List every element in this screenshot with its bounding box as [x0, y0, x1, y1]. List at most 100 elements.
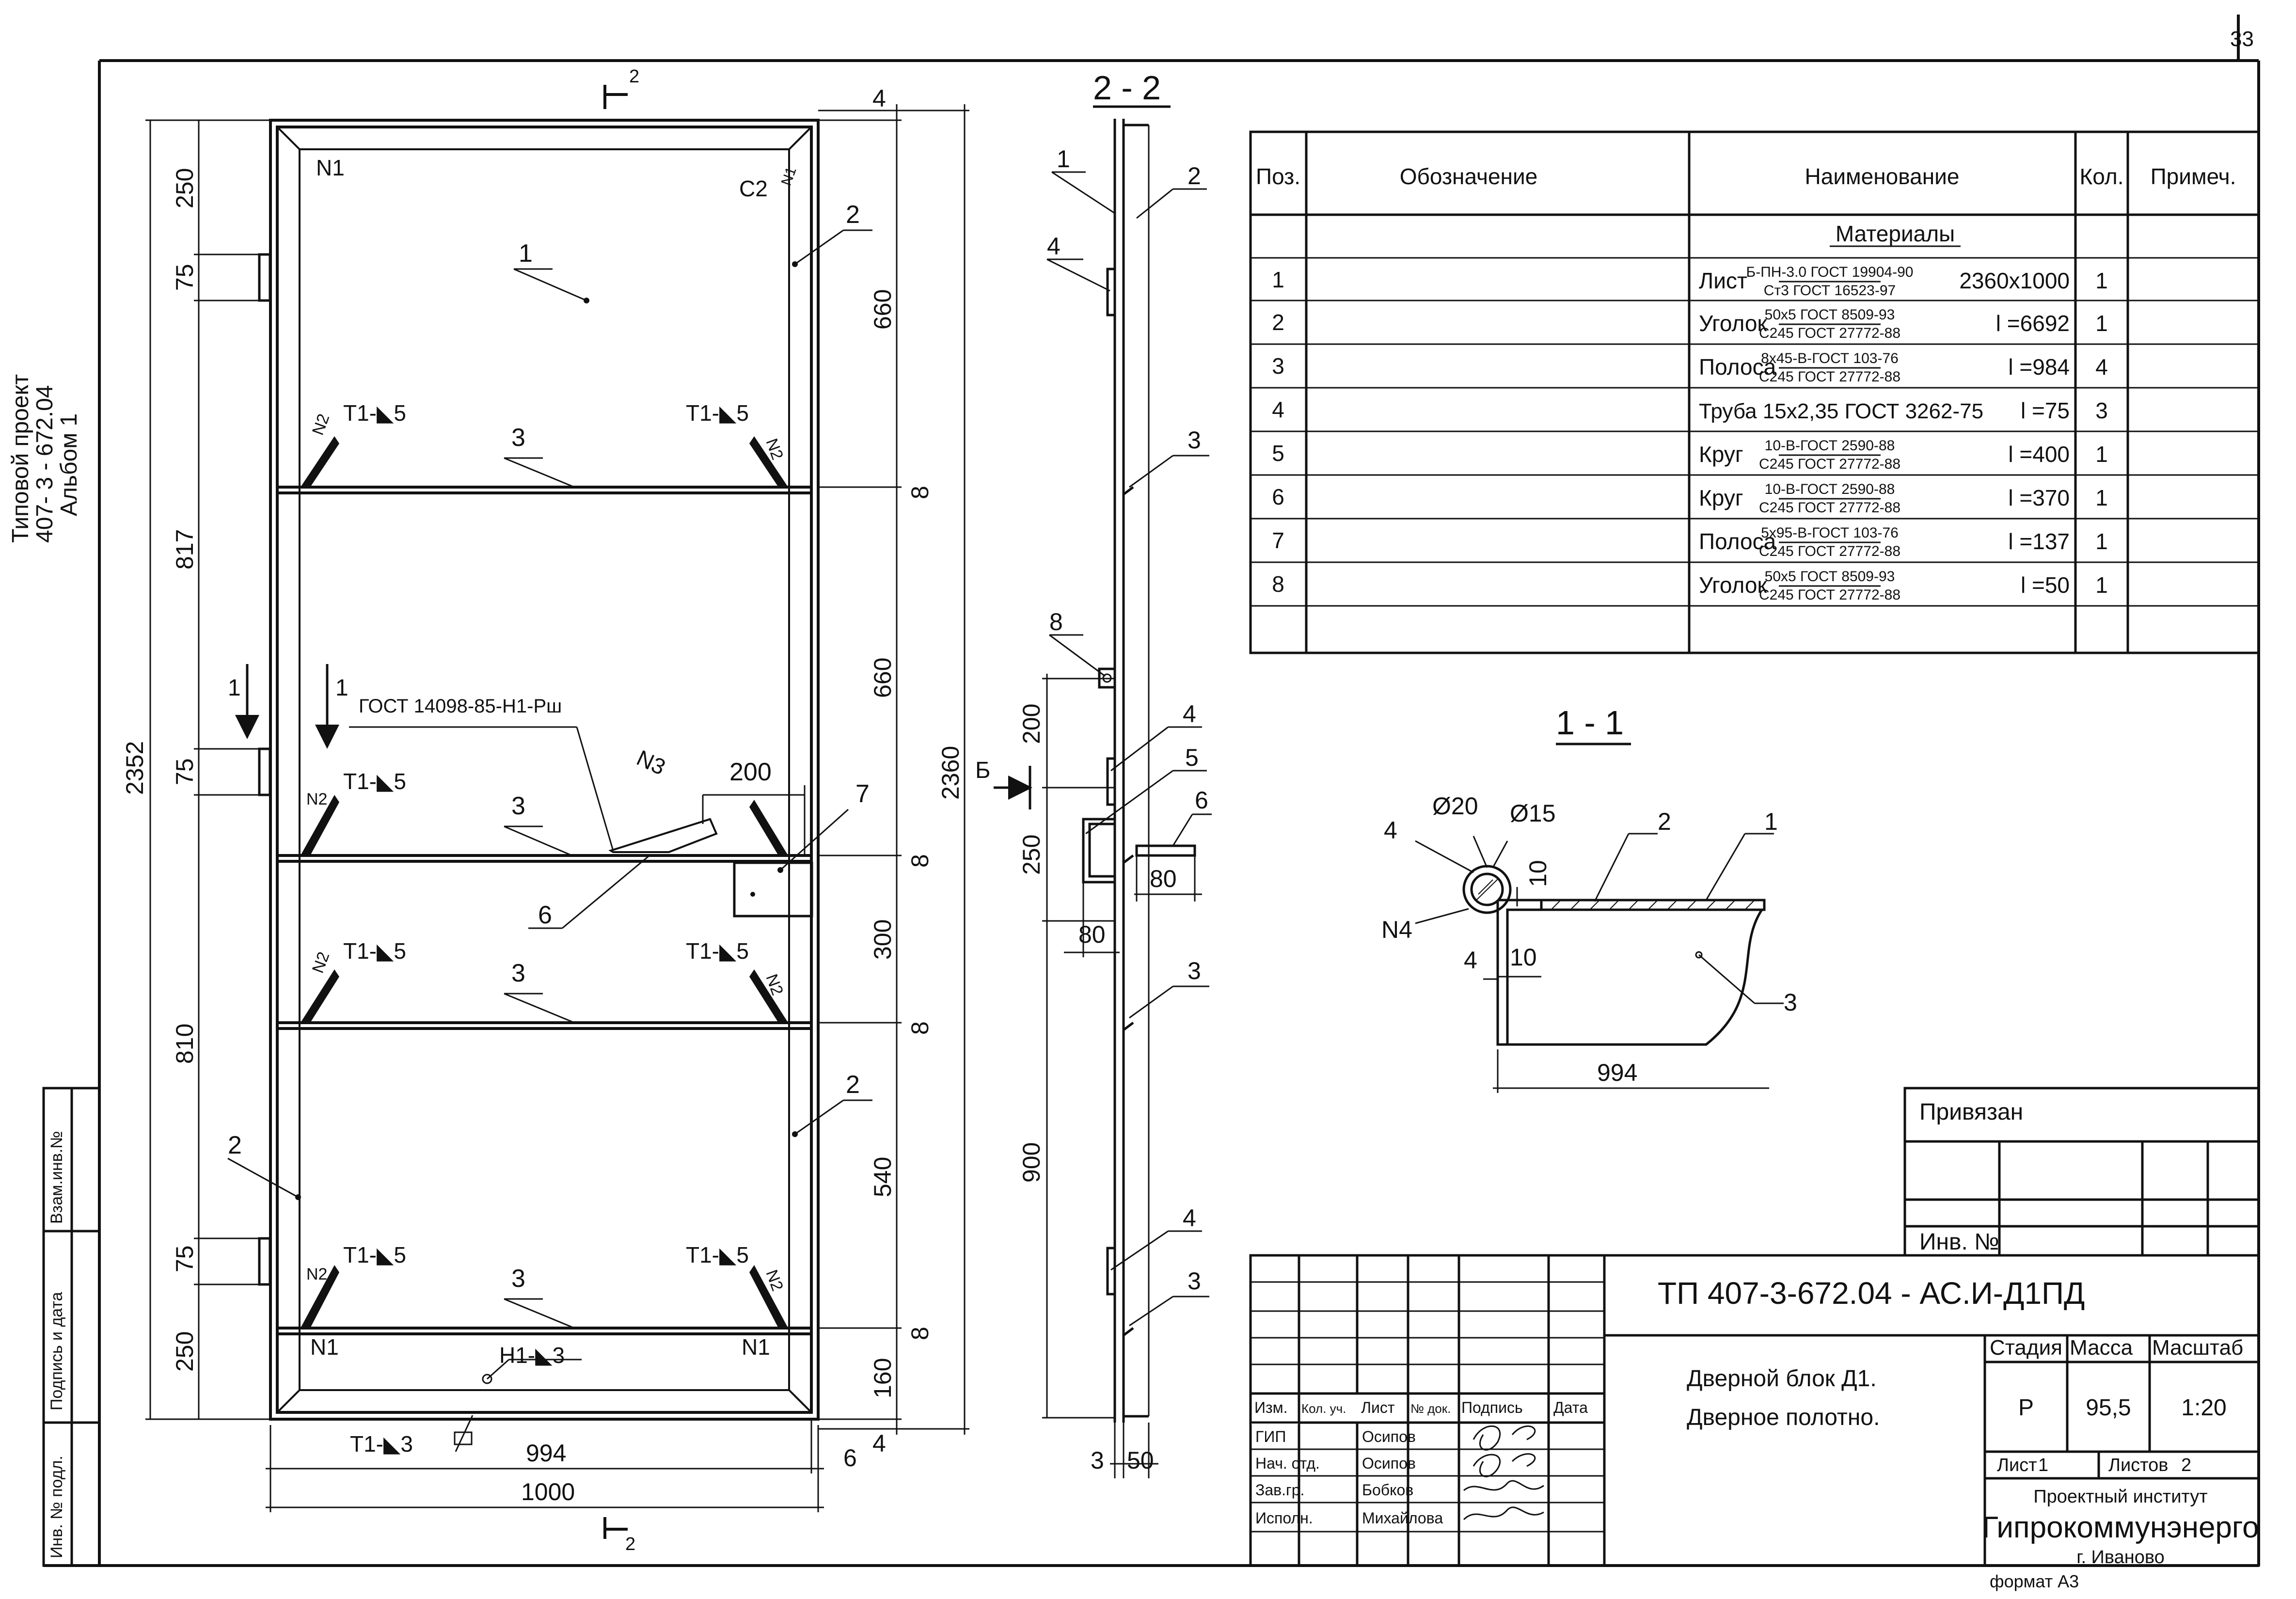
spec-row-gost-num: 10-В-ГОСТ 2590-88 — [1765, 438, 1895, 454]
s22-pos1: 1 — [1057, 145, 1070, 173]
dim-300: 300 — [869, 919, 896, 960]
label-n2-d: N2 — [309, 950, 333, 976]
label-n1-bl: N1 — [310, 1334, 339, 1360]
tb-role-nach: Нач. отд. — [1255, 1455, 1320, 1472]
label-t1-5-d: T1-◣5 — [343, 938, 406, 964]
spec-row-qty: 1 — [2095, 485, 2108, 510]
sec1-mark-a: 1 — [228, 675, 241, 701]
s11-n4: N4 — [1381, 916, 1412, 943]
spec-row-size: l =6692 — [1996, 311, 2070, 336]
dim-75-2: 75 — [171, 758, 198, 785]
s22-pos2: 2 — [1188, 162, 1201, 190]
spec-row-gost-num: 50х5 ГОСТ 8509-93 — [1765, 569, 1895, 585]
tb-name-gip: Осипов — [1362, 1428, 1416, 1445]
s22-dim-900: 900 — [1018, 1142, 1045, 1183]
s22-pos4-b: 4 — [1183, 700, 1196, 728]
s22-pos3-a: 3 — [1188, 427, 1201, 454]
spec-row-size: l =400 — [2008, 442, 2070, 467]
spec-row-name: Лист — [1699, 268, 1747, 293]
stamp-inv: Инв. № подл. — [48, 1456, 66, 1558]
dim-1000: 1000 — [521, 1478, 575, 1505]
spec-row-gost-den: С245 ГОСТ 27772-88 — [1759, 325, 1900, 341]
tb-scale-label: Масштаб — [2152, 1336, 2243, 1360]
spec-row-gost-den: С245 ГОСТ 27772-88 — [1759, 587, 1900, 603]
format-label: формат А3 — [1990, 1571, 2079, 1591]
spec-row-gost-num: 50х5 ГОСТ 8509-93 — [1765, 307, 1895, 323]
spec-row-gost-num: 5х95-В-ГОСТ 103-76 — [1761, 525, 1899, 541]
dim-994-front: 994 — [526, 1440, 566, 1467]
tb-name-nach: Осипов — [1362, 1455, 1416, 1472]
th-name: Наименование — [1805, 164, 1960, 189]
spec-row-size: l =984 — [2008, 354, 2070, 380]
label-c2: C2 — [739, 176, 768, 201]
tb-name-line1: Дверной блок Д1. — [1687, 1366, 1877, 1392]
label-n3: N3 — [633, 745, 669, 780]
s11-d4: 4 — [1464, 947, 1477, 974]
tb-sheet-label: Лист — [1997, 1455, 2037, 1475]
spec-row-qty: 1 — [2095, 268, 2108, 293]
tb-sheets-label: Листов — [2108, 1455, 2168, 1475]
spec-row-qty: 1 — [2095, 529, 2108, 554]
left-stamp: Взам.инв.№ Подпись и дата Инв. № подл. — [42, 1087, 101, 1567]
spec-table: Поз. Обозначение Наименование Кол. Приме… — [1249, 130, 2260, 654]
s11-d10-b: 10 — [1510, 944, 1537, 971]
s22-dim-3: 3 — [1091, 1447, 1104, 1474]
spec-row-gost-den: Ст3 ГОСТ 16523-97 — [1764, 283, 1896, 299]
drawing-code: ТП 407-3-672.04 - АС.И-Д1ПД — [1658, 1276, 2085, 1311]
tb-role-zav: Зав.гр. — [1255, 1481, 1304, 1499]
spec-row-qty: 3 — [2095, 398, 2108, 423]
spec-row-gost-den: С245 ГОСТ 27772-88 — [1759, 456, 1900, 472]
label-t1-5-b: T1-◣5 — [686, 400, 749, 426]
label-pos2-right: 2 — [846, 1071, 860, 1099]
label-n1-br: N1 — [742, 1334, 770, 1360]
dim-250-top: 250 — [171, 168, 198, 208]
section-mark-2-bot: 2 — [625, 1534, 635, 1554]
dim-2360: 2360 — [937, 746, 964, 800]
section-2-2: 2 - 2 — [1018, 69, 1212, 1478]
sec1-mark-b: 1 — [335, 675, 348, 701]
tb-name-zav: Бобков — [1362, 1481, 1413, 1499]
spec-row-size: l =75 — [2021, 398, 2070, 423]
label-pos1: 1 — [519, 239, 533, 268]
spec-row-pos: 2 — [1272, 310, 1284, 335]
tb-scale: 1:20 — [2181, 1395, 2226, 1421]
th-pos: Поз. — [1256, 164, 1300, 189]
front-view: 250 75 817 75 810 75 250 2352 4 660 8 — [121, 66, 1032, 1554]
spec-row-gost-num: Б-ПН-3.0 ГОСТ 19904-90 — [1746, 264, 1914, 280]
spec-row-pos: 5 — [1272, 441, 1284, 466]
s11-d10-a: 10 — [1524, 860, 1552, 887]
section-materials: Материалы — [1836, 221, 1955, 246]
s22-dim-50: 50 — [1127, 1447, 1154, 1474]
tb-name-line2: Дверное полотно. — [1687, 1405, 1880, 1430]
tb-sheets: 2 — [2181, 1455, 2191, 1475]
label-gost-weld: ГОСТ 14098-85-Н1-Рш — [359, 696, 562, 717]
label-pos2-top: 2 — [846, 201, 860, 229]
spec-row-qty: 1 — [2095, 311, 2108, 336]
label-pos3d: 3 — [511, 1265, 525, 1293]
dim-4-top: 4 — [872, 85, 886, 112]
s22-dim-80-b: 80 — [1150, 865, 1177, 892]
label-t1-5-g: T1-◣5 — [686, 1242, 749, 1267]
stamp-vzam: Взам.инв.№ — [48, 1131, 66, 1224]
side-title-line3: Альбом 1 — [56, 413, 82, 516]
dim-4-bot: 4 — [872, 1430, 886, 1457]
s11-d20: Ø20 — [1432, 792, 1478, 820]
spec-row-pos: 7 — [1272, 528, 1284, 553]
tb-col-kolu: Кол. уч. — [1301, 1401, 1346, 1416]
tb-col-data: Дата — [1553, 1399, 1588, 1416]
tb-col-ndoc: № док. — [1410, 1401, 1451, 1416]
tb-col-list: Лист — [1361, 1399, 1395, 1416]
spec-row-name: Уголок — [1699, 572, 1767, 598]
spec-row-name: Круг — [1699, 442, 1743, 467]
label-dim-200: 200 — [729, 758, 772, 786]
dim-250-bot: 250 — [171, 1331, 198, 1372]
title-block: ТП 407-3-672.04 - АС.И-Д1ПД Изм. Кол. уч… — [1249, 1254, 2260, 1591]
label-n2-c: N2 — [306, 790, 327, 808]
label-pos2-left: 2 — [228, 1131, 242, 1159]
spec-row-qty: 1 — [2095, 442, 2108, 467]
label-n1-rot: N1 — [778, 165, 800, 188]
s11-pos3: 3 — [1784, 989, 1797, 1016]
th-note: Примеч. — [2151, 164, 2236, 189]
dim-810: 810 — [171, 1024, 198, 1064]
spec-row-size: l =137 — [2008, 529, 2070, 554]
